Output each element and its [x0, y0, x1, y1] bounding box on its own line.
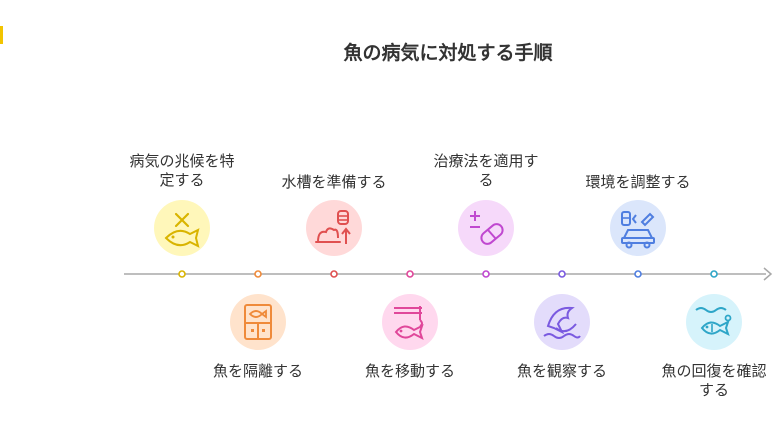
timeline-dot — [634, 270, 642, 278]
step-4-icon-circle — [382, 294, 438, 350]
pill-icon — [470, 211, 504, 245]
step-7-label: 環境を調整する — [573, 173, 703, 192]
fish-x-icon — [164, 212, 200, 248]
timeline-dot — [710, 270, 718, 278]
step-3-label: 水槽を準備する — [269, 173, 399, 192]
step-2-icon-circle — [230, 294, 286, 350]
step-label-line: 病気の兆候を特 — [129, 152, 235, 170]
tank-prepare-icon — [315, 210, 351, 244]
step-1-icon-circle — [154, 200, 210, 256]
step-label-line: 治療法を適用す — [433, 152, 539, 170]
step-1-label: 病気の兆候を特定する — [117, 152, 247, 190]
step-8-icon-circle — [686, 294, 742, 350]
step-4-label: 魚を移動する — [345, 362, 475, 381]
diagram-title: 魚の病気に対処する手順 — [343, 42, 553, 64]
accent-bar — [0, 26, 3, 44]
step-label-line: 定する — [159, 171, 205, 189]
tank-fish-icon — [244, 304, 272, 340]
step-8-label: 魚の回復を確認する — [649, 362, 779, 400]
swimming-fish-icon — [695, 307, 732, 336]
step-label-line: する — [698, 381, 729, 399]
net-fish-icon — [394, 306, 424, 340]
step-5-label: 治療法を適用する — [421, 152, 551, 190]
timeline-dot — [482, 270, 490, 278]
step-label-line: 魚を隔離する — [212, 362, 303, 380]
step-label-line: 水槽を準備する — [281, 173, 387, 191]
step-6-label: 魚を観察する — [497, 362, 627, 381]
step-2-label: 魚を隔離する — [193, 362, 323, 381]
step-7-icon-circle — [610, 200, 666, 256]
step-6-icon-circle — [534, 294, 590, 350]
step-3-icon-circle — [306, 200, 362, 256]
step-label-line: る — [478, 171, 494, 189]
step-label-line: 魚を移動する — [364, 362, 455, 380]
timeline-dot — [406, 270, 414, 278]
timeline-dot — [330, 270, 338, 278]
step-5-icon-circle — [458, 200, 514, 256]
timeline-arrow-icon — [763, 267, 773, 281]
timeline-dot — [558, 270, 566, 278]
step-label-line: 魚の回復を確認 — [661, 362, 767, 380]
car-adjust-icon — [621, 211, 655, 249]
dolphin-icon — [543, 306, 581, 339]
timeline-dot — [178, 270, 186, 278]
step-label-line: 環境を調整する — [585, 173, 691, 191]
step-label-line: 魚を観察する — [516, 362, 607, 380]
timeline-dot — [254, 270, 262, 278]
